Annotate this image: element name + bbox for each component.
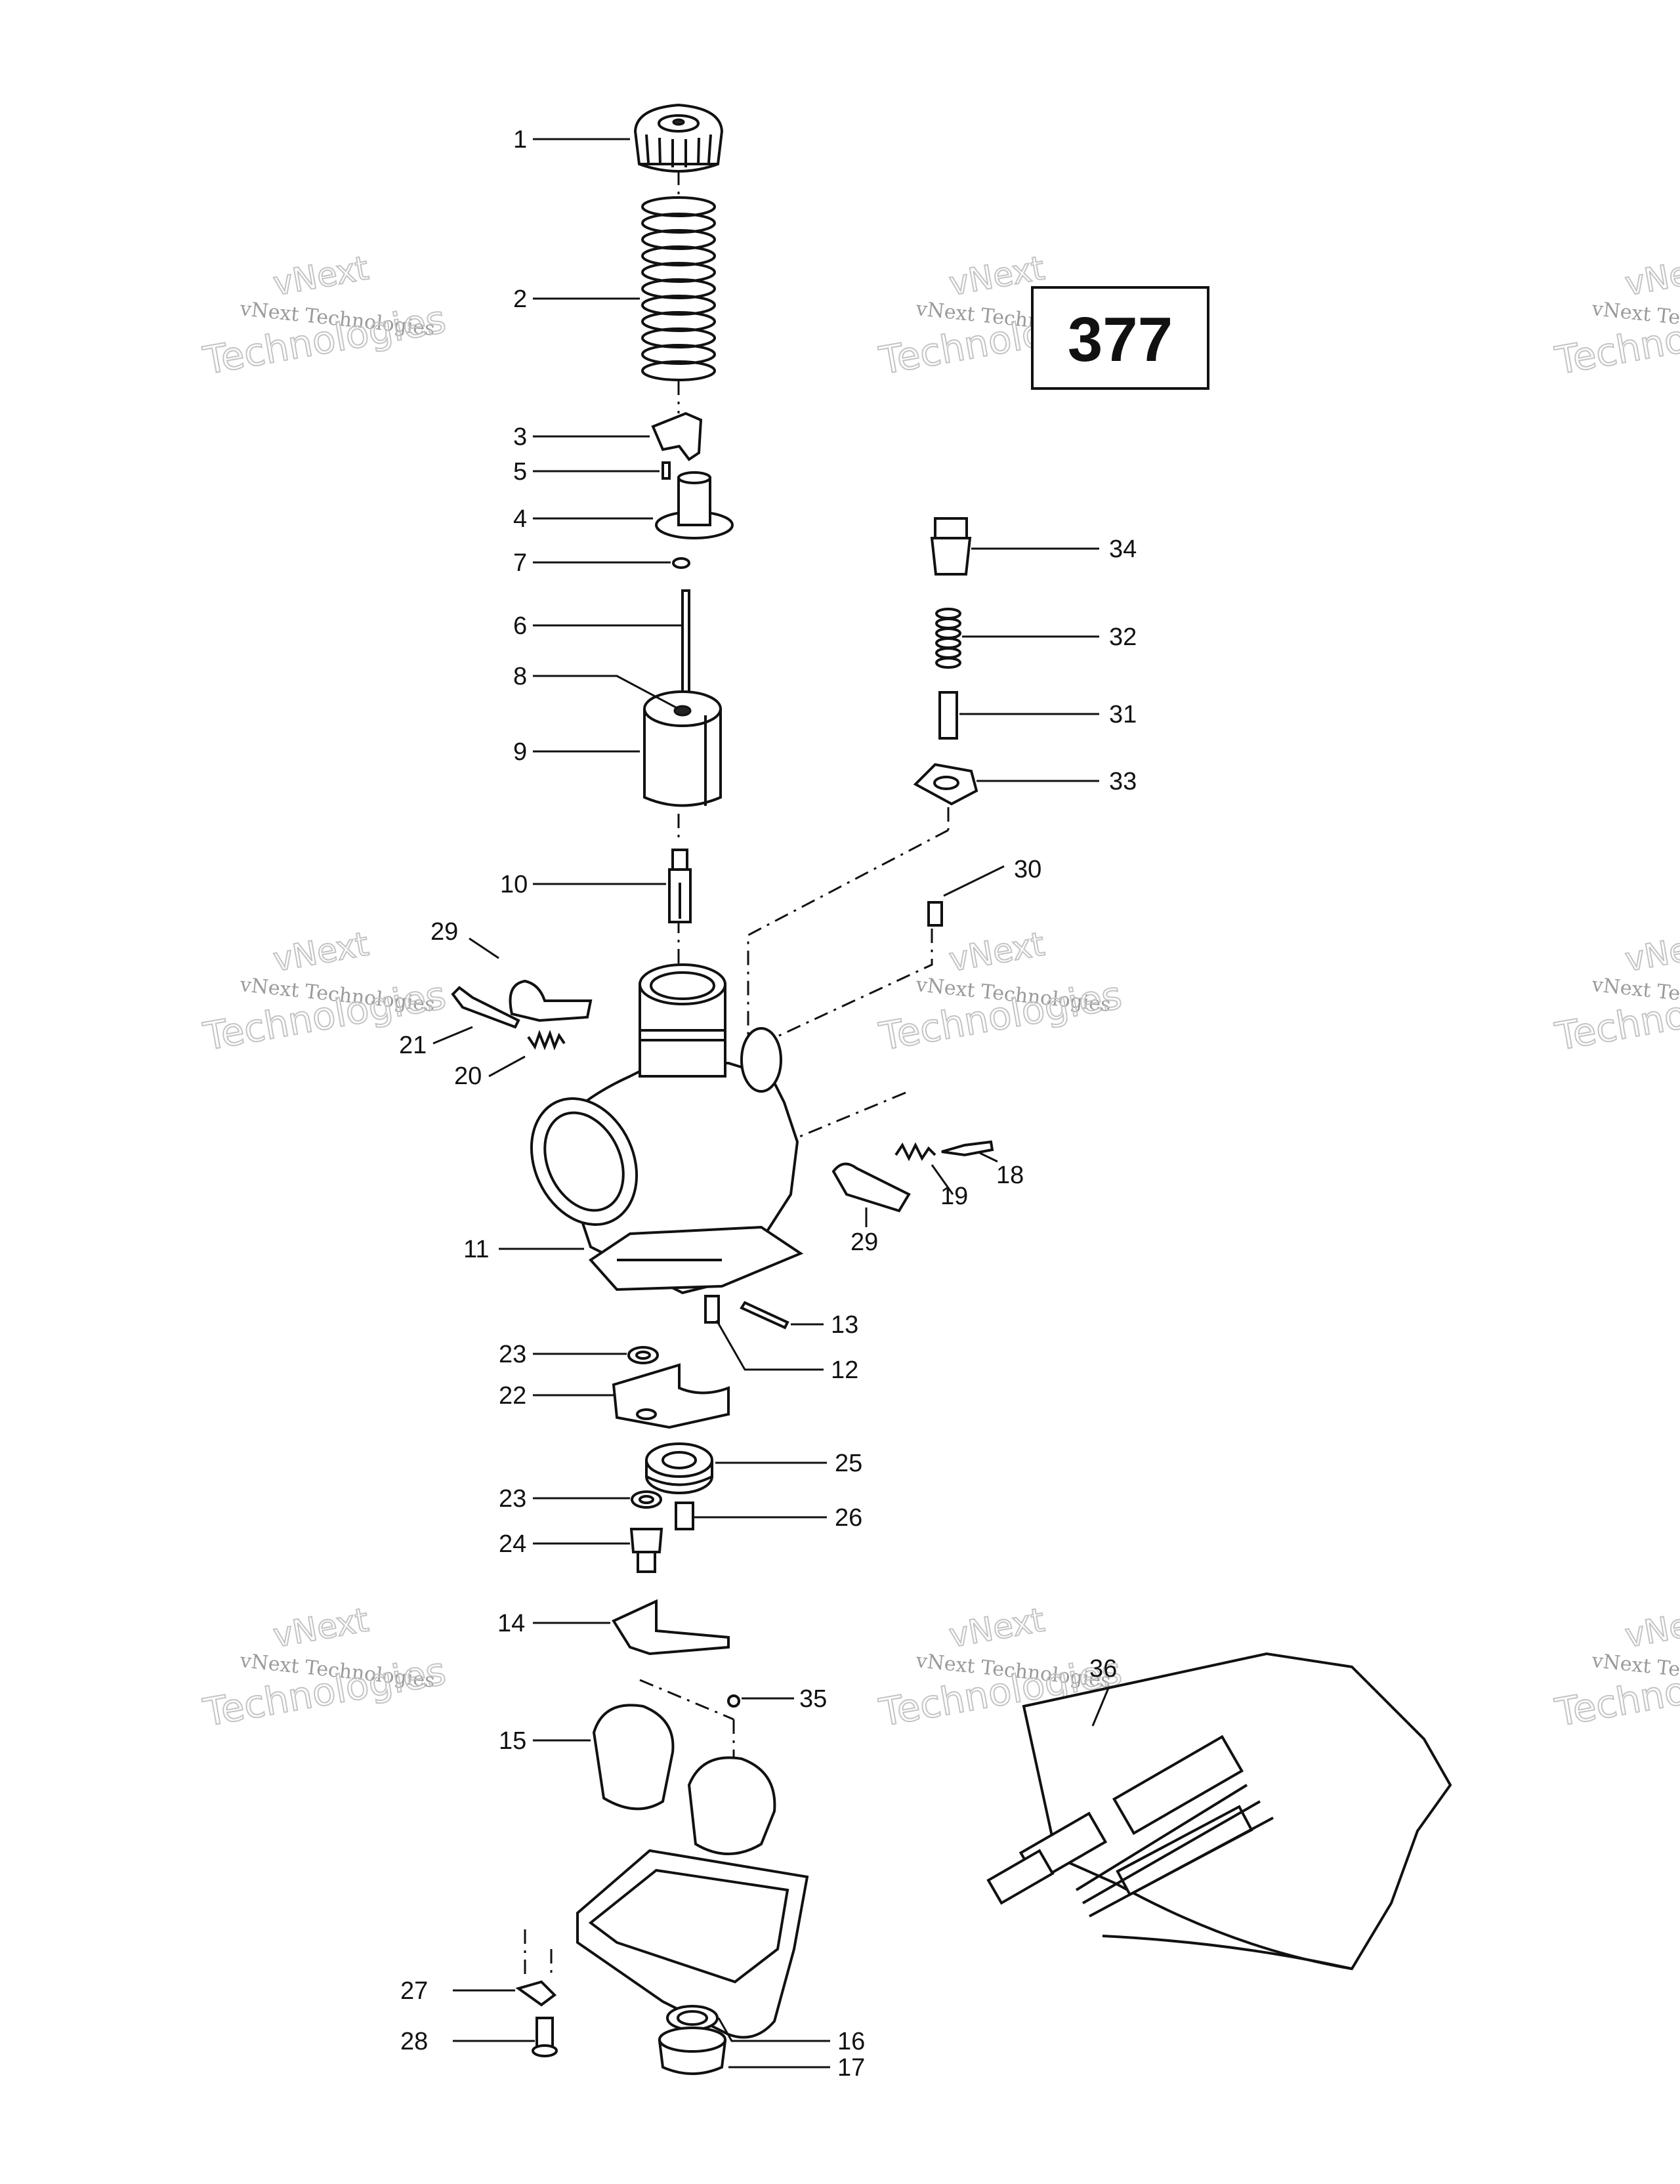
callout-30: 30 [1014,856,1041,883]
callout-21: 21 [399,1032,427,1059]
callout-26: 26 [835,1504,862,1532]
watermark-9: vNext vNext Technologies Technologies [1551,1600,1680,1736]
pilot-jet-part [704,1295,720,1324]
callout-5: 5 [513,458,527,486]
svg-text:vNext: vNext [1622,925,1680,978]
callout-numbers: 1 2 3 5 4 7 6 8 9 10 29 21 20 11 19 18 2… [399,126,1137,2082]
small-screw-part [727,1694,740,1708]
vent-hose-lower-part [831,1162,911,1213]
svg-text:vNext: vNext [946,925,1047,978]
callout-28: 28 [400,2028,428,2055]
needle-jet-part [668,849,692,923]
needle-holder-part [655,471,734,539]
bowl-bracket-part [515,1980,557,2007]
callout-18: 18 [996,1162,1024,1189]
washer-upper-part [627,1346,659,1364]
watermark-7: vNext vNext Technologies Technologies [200,1600,450,1736]
callout-19: 19 [940,1183,968,1210]
choke-plate-part [913,763,978,806]
svg-text:vNext: vNext [1622,1601,1680,1654]
callout-31: 31 [1109,701,1137,728]
watermark-5: vNext vNext Technologies Technologies [875,924,1126,1060]
tool-kit-part [986,1652,1452,1971]
plate-number-box: 377 [1031,286,1209,390]
callout-32: 32 [1109,623,1137,651]
callout-10: 10 [500,871,528,898]
callout-15: 15 [499,1727,526,1755]
callout-25: 25 [835,1450,862,1477]
watermarks: vNext vNext Technologies Technologies vN… [200,248,1680,1736]
air-screw-spring-part [527,1030,566,1051]
pin-part [662,461,671,480]
callout-27: 27 [400,1977,428,2005]
choke-cap-part [930,517,972,576]
callout-2: 2 [513,285,527,313]
e-clip-part [672,557,690,569]
watermark-3: vNext vNext Technologies Technologies [1551,248,1680,384]
starter-jet-part [675,1502,694,1530]
callout-12: 12 [831,1356,858,1384]
choke-nozzle-part [927,901,943,927]
svg-text:vNext: vNext [946,1601,1047,1654]
jet-holder-ring-part [645,1442,713,1494]
drain-gasket-part [666,2005,719,2031]
pilot-screw-part [941,1140,994,1157]
choke-spring-part [935,608,961,669]
float-left-part [592,1704,675,1811]
float-arm-part [612,1599,730,1656]
callout-16: 16 [837,2028,865,2055]
cap-part [633,103,724,173]
callout-7: 7 [513,549,527,577]
callout-36: 36 [1089,1655,1117,1683]
washer-lower-part [631,1490,662,1509]
spring-part [641,196,716,381]
callout-24: 24 [499,1530,526,1558]
callout-3: 3 [513,423,527,451]
callout-23b: 23 [499,1485,526,1513]
callout-20: 20 [454,1062,482,1090]
vent-hose-upper-part [509,979,593,1022]
carburetor-body-part [530,963,804,1295]
callout-4: 4 [513,505,527,533]
throttle-slide-part [643,690,722,807]
float-right-part [687,1756,776,1855]
callout-6: 6 [513,612,527,640]
svg-text:vNext: vNext [270,925,371,978]
watermark-1: vNext vNext Technologies Technologies [200,248,450,384]
callout-11: 11 [463,1236,489,1263]
callout-35: 35 [799,1685,827,1713]
callout-1: 1 [513,126,527,154]
float-pin-part [740,1301,789,1330]
callout-34: 34 [1109,536,1137,563]
callout-33: 33 [1109,768,1137,795]
callout-23a: 23 [499,1341,526,1368]
callout-17: 17 [837,2054,865,2082]
svg-text:vNext: vNext [270,1601,371,1654]
pilot-spring-part [894,1142,936,1162]
callout-22: 22 [499,1382,526,1410]
baffle-plate-part [612,1363,730,1429]
watermark-6: vNext vNext Technologies Technologies [1551,924,1680,1060]
main-jet-part [629,1528,663,1573]
bowl-screw-part [532,2017,558,2057]
drain-plug-part [658,2026,727,2075]
callout-13: 13 [831,1311,858,1339]
svg-text:vNext: vNext [1622,249,1680,303]
callout-29a: 29 [430,918,458,946]
air-screw-part [451,986,520,1029]
leader-lines [432,138,1110,2068]
choke-plunger-part [938,691,958,740]
callout-9: 9 [513,738,527,766]
callout-29b: 29 [850,1228,878,1256]
svg-text:vNext: vNext [270,249,371,303]
plate-number: 377 [1068,304,1173,375]
callout-8: 8 [513,663,527,690]
callout-14: 14 [497,1610,525,1637]
needle-plate-part [651,411,703,461]
